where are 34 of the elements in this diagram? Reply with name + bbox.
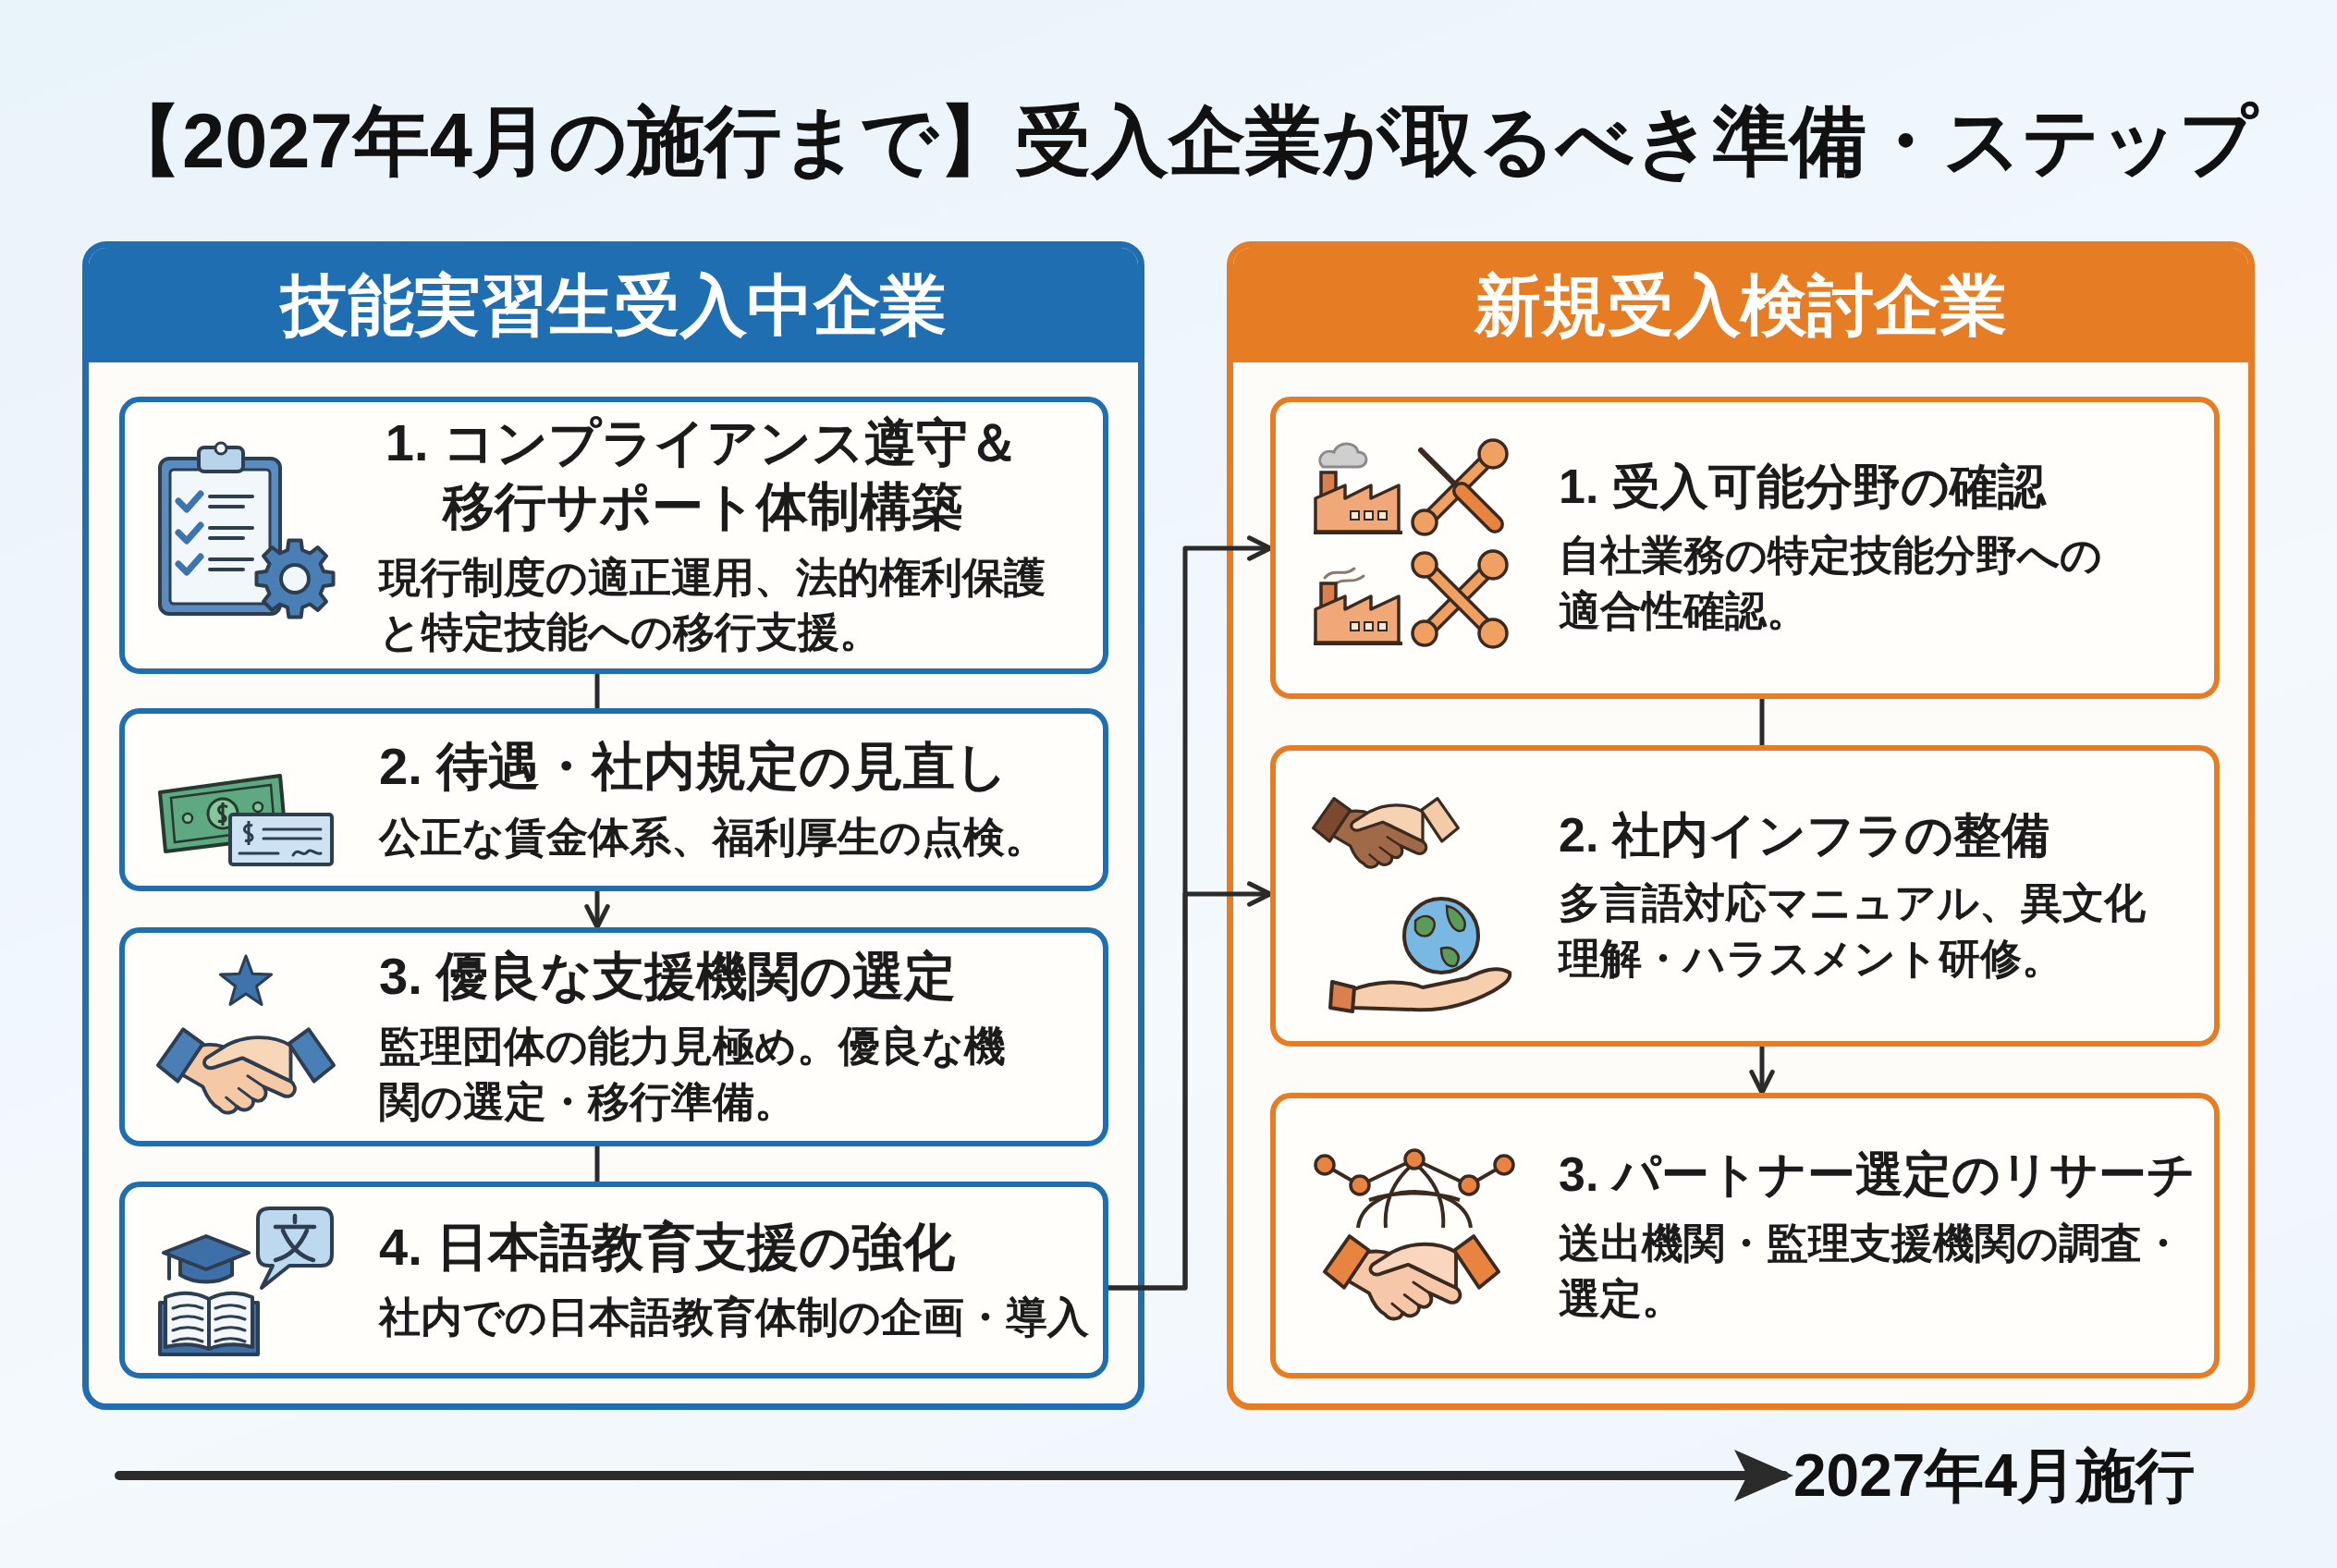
step-box: [119, 927, 1108, 1146]
step-description: 送出機関・監理支援機関の調査・選定。: [1559, 1218, 2184, 1324]
step-description: 監理団体の能力見極め。優良な機関の選定・移行準備。: [379, 1022, 1007, 1128]
panel: [82, 241, 1144, 1410]
step-title: 2. 待遇・社内規定の見直し: [379, 736, 1009, 798]
step-title: 4. 日本語教育支援の強化: [379, 1216, 956, 1278]
title: 【2027年4月の施行まで】受入企業が取るべき準備・ステップ: [105, 97, 2257, 186]
connector-line: [1759, 699, 1765, 745]
step-title: 3. パートナー選定のリサーチ: [1559, 1146, 2196, 1204]
step-title: 3. 優良な支援機関の選定: [379, 945, 957, 1007]
step-box: [1270, 745, 2220, 1047]
step-title: 1. コンプライアンス遵守＆移行サポート体制構築: [384, 411, 1022, 538]
step-title: 2. 社内インフラの整備: [1559, 806, 2049, 864]
arrow: [1108, 881, 1273, 1291]
step-description: 社内での日本語教育体制の企画・導入: [379, 1292, 1089, 1343]
timeline-arrow: [115, 1450, 1793, 1501]
connector-line: [594, 1146, 600, 1182]
panel: [1227, 241, 2255, 1410]
step-box: [1270, 397, 2220, 699]
step-title: 1. 受入可能分野の確認: [1559, 459, 2046, 516]
step-description: 自社業務の特定技能分野への適合性確認。: [1559, 530, 2103, 636]
panel-header: 技能実習生受入中企業: [89, 248, 1138, 362]
step-box: [119, 397, 1108, 674]
step-description: 多言語対応マニュアル、異文化理解・ハラスメント研修。: [1559, 878, 2147, 985]
connector-line: [594, 674, 600, 708]
arrow: [584, 891, 610, 930]
panel-header: 新規受入検討企業: [1233, 248, 2248, 362]
step-description: 公正な賃金体系、福利厚生の点検。: [379, 812, 1046, 863]
date-label: 2027年4月施行: [1793, 1439, 2195, 1513]
step-box: [1270, 1093, 2220, 1378]
step-box: [119, 1182, 1108, 1378]
step-box: [119, 708, 1108, 891]
step-description: 現行制度の適正運用、法的権利保護と特定技能への移行支援。: [379, 552, 1046, 658]
arrow: [1749, 1047, 1775, 1096]
